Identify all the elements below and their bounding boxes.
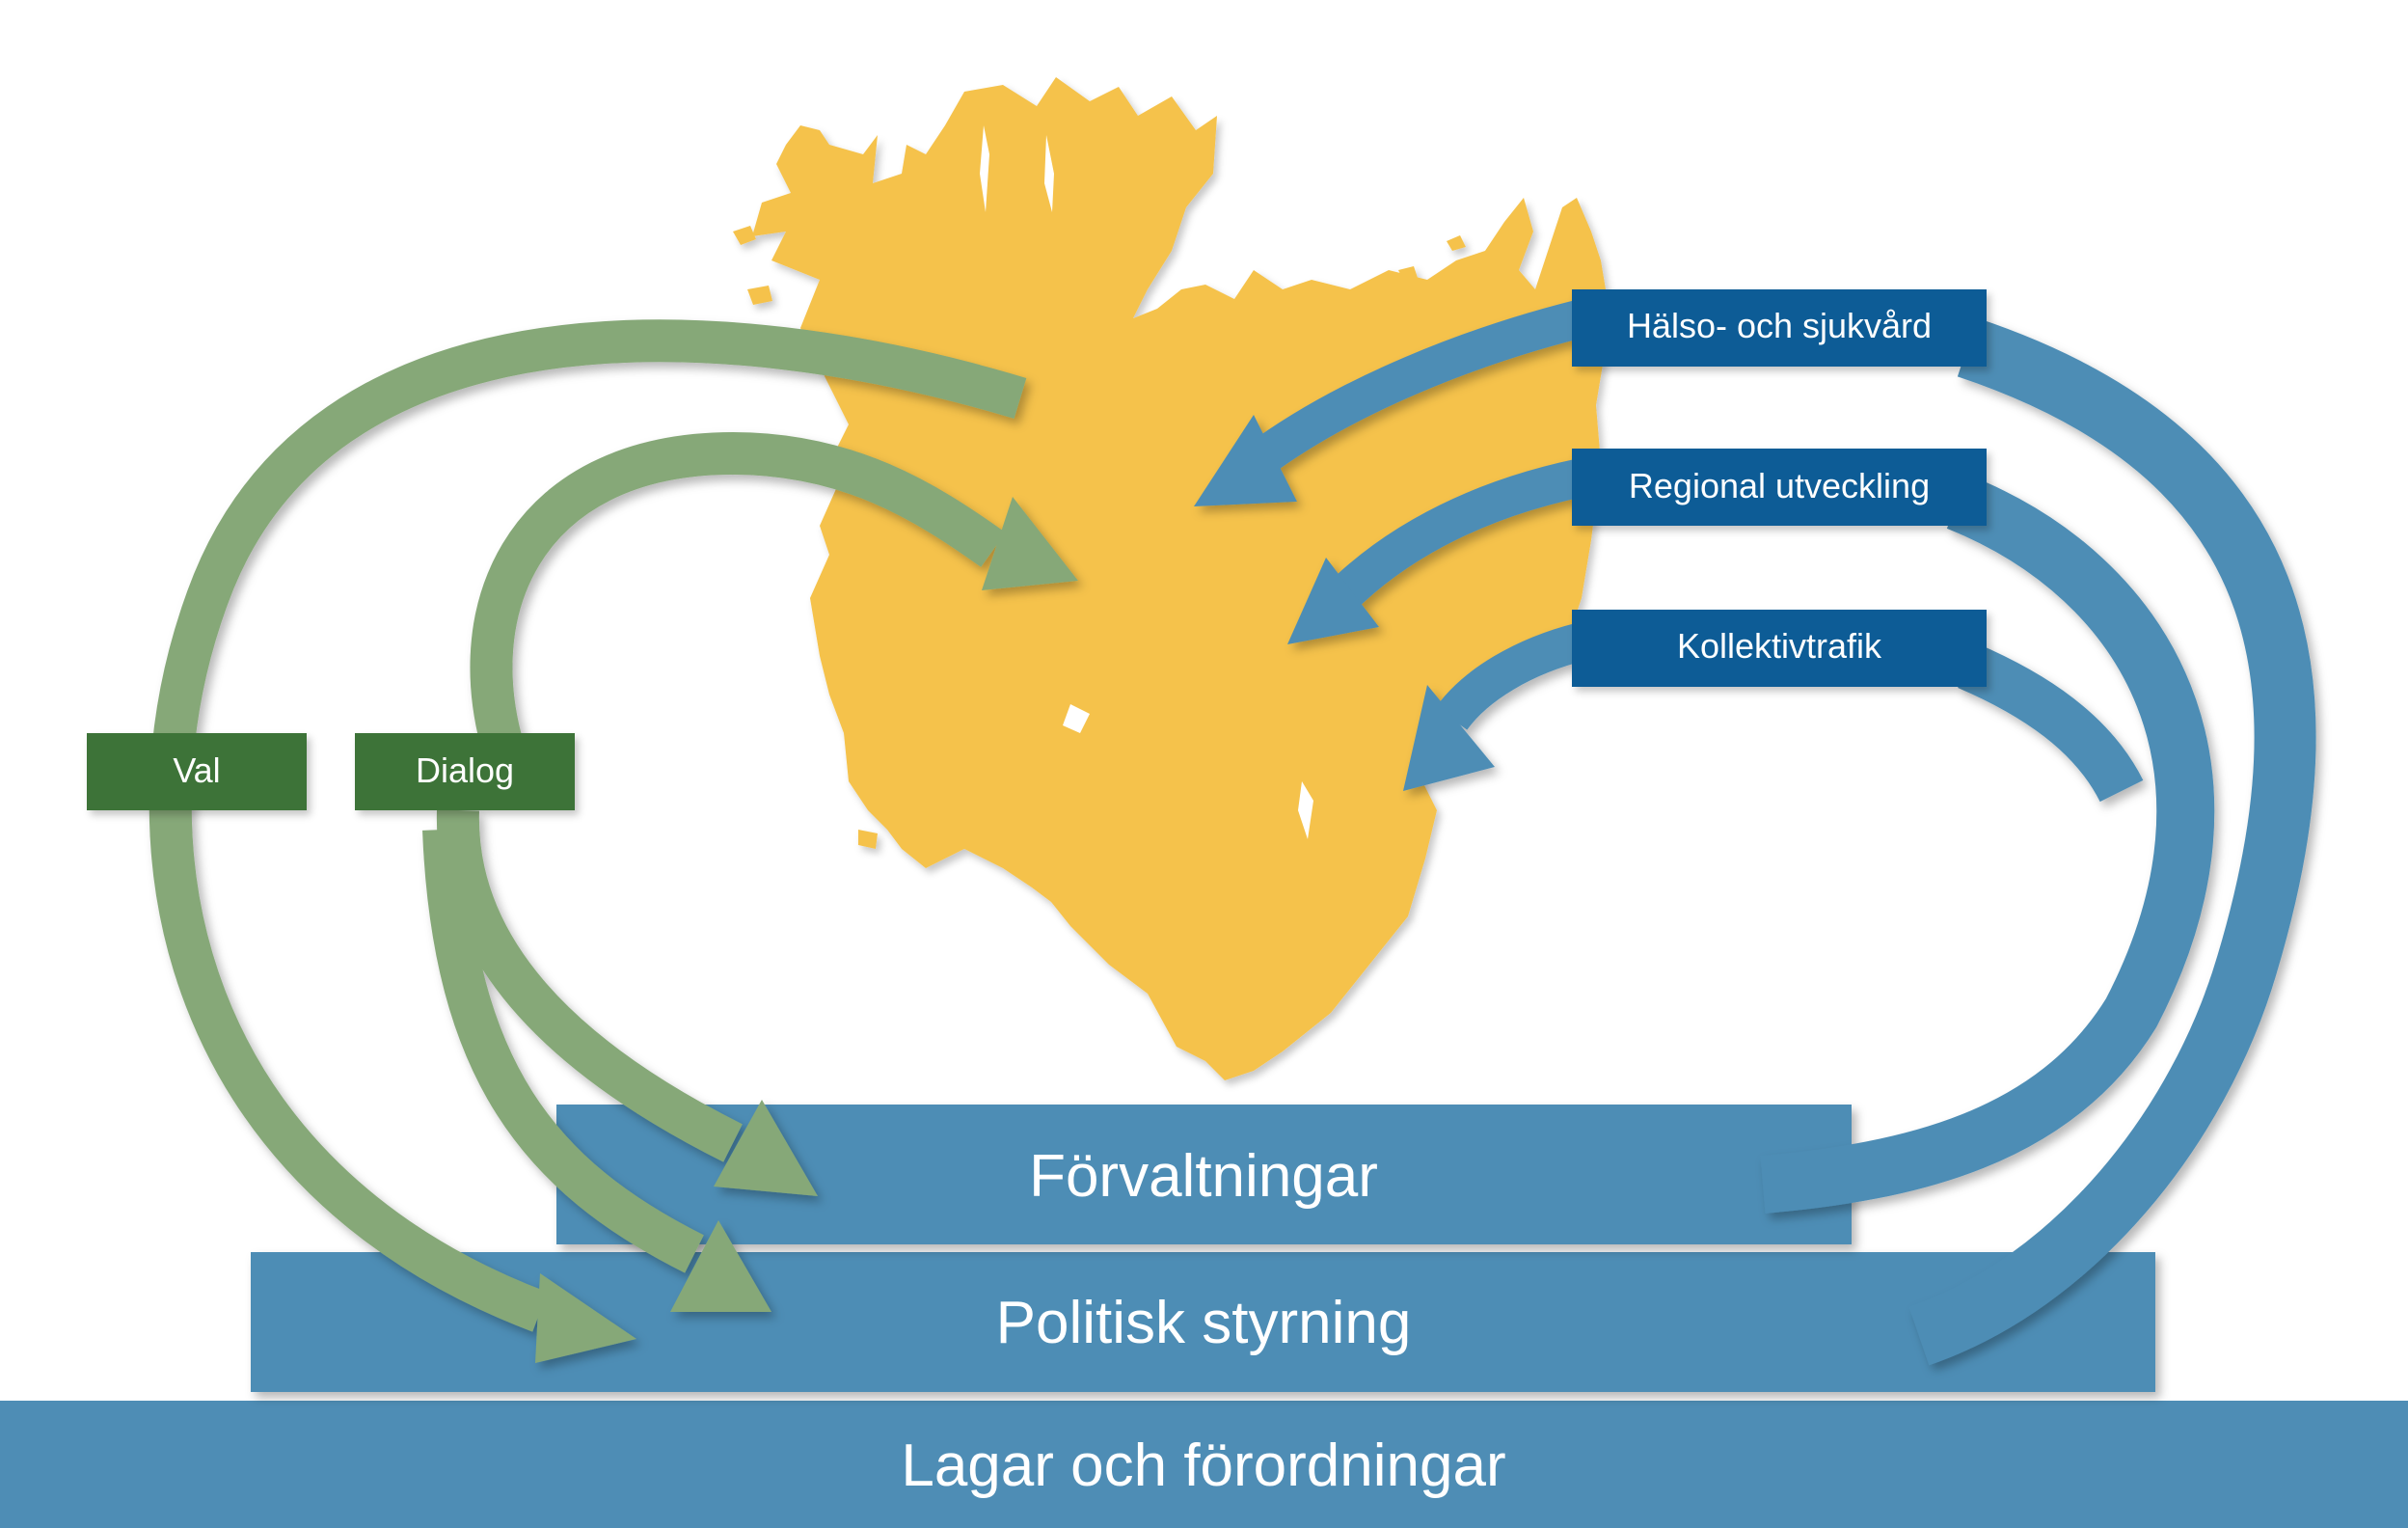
bar-politisk-label: Politisk styrning [996, 1290, 1412, 1356]
regional-box [1572, 449, 1987, 526]
val-box-rect [87, 733, 307, 810]
val-arrow-head [535, 1273, 636, 1363]
region-map [733, 77, 1610, 1080]
dialog-box-rect [355, 733, 575, 810]
health-box-label: Hälso- och sjukvård [1627, 306, 1932, 345]
dialog-arrow-top-head [982, 497, 1078, 590]
dialog-arrow-pol-body [422, 829, 704, 1273]
regional-arrow-body [1326, 458, 1586, 613]
transit-box-rect [1572, 610, 1987, 687]
transit-arrow-body [1435, 622, 1587, 731]
dialog-arrow-pol-head [670, 1220, 771, 1312]
bar-lagar-label: Lagar och förordningar [901, 1432, 1505, 1499]
dialog-arrow-top-body [470, 431, 1006, 779]
island [1398, 266, 1418, 282]
val-arrow-body [149, 319, 1027, 1332]
lake [1298, 781, 1313, 839]
dialog-arrow-forv-head [714, 1100, 818, 1196]
blue-arrows [1194, 299, 2316, 1366]
val-box-label: Val [173, 750, 220, 790]
regional-box-label: Regional utveckling [1629, 466, 1930, 505]
transit-box [1572, 610, 1987, 687]
transit-box-label: Kollektivtrafik [1677, 626, 1882, 666]
island [733, 226, 756, 245]
regional-box-rect [1572, 449, 1987, 526]
lake [1063, 704, 1090, 733]
regional-arc-body [1760, 475, 2215, 1214]
transit-arc-body [1958, 643, 2144, 803]
bar-lagar-rect [0, 1401, 2408, 1528]
lake [1044, 135, 1054, 212]
health-box [1572, 289, 1987, 367]
dialog-box [355, 733, 575, 810]
region-map-shape [752, 77, 1610, 1080]
health-arc-body [1908, 317, 2316, 1366]
green-arrows [149, 319, 1078, 1363]
island [1447, 235, 1466, 251]
island [747, 286, 772, 305]
health-box-rect [1572, 289, 1987, 367]
bar-lagar: Lagar och förordningar [0, 1401, 2408, 1528]
val-box [87, 733, 307, 810]
island [858, 830, 878, 849]
lake [980, 125, 989, 212]
dialog-box-label: Dialog [416, 750, 514, 790]
health-arrow-body [1257, 299, 1586, 470]
regional-arrow-head [1287, 558, 1379, 644]
transit-arrow-head [1403, 685, 1495, 791]
health-arrow-head [1194, 415, 1297, 506]
bar-forvaltningar-label: Förvaltningar [1029, 1143, 1378, 1210]
